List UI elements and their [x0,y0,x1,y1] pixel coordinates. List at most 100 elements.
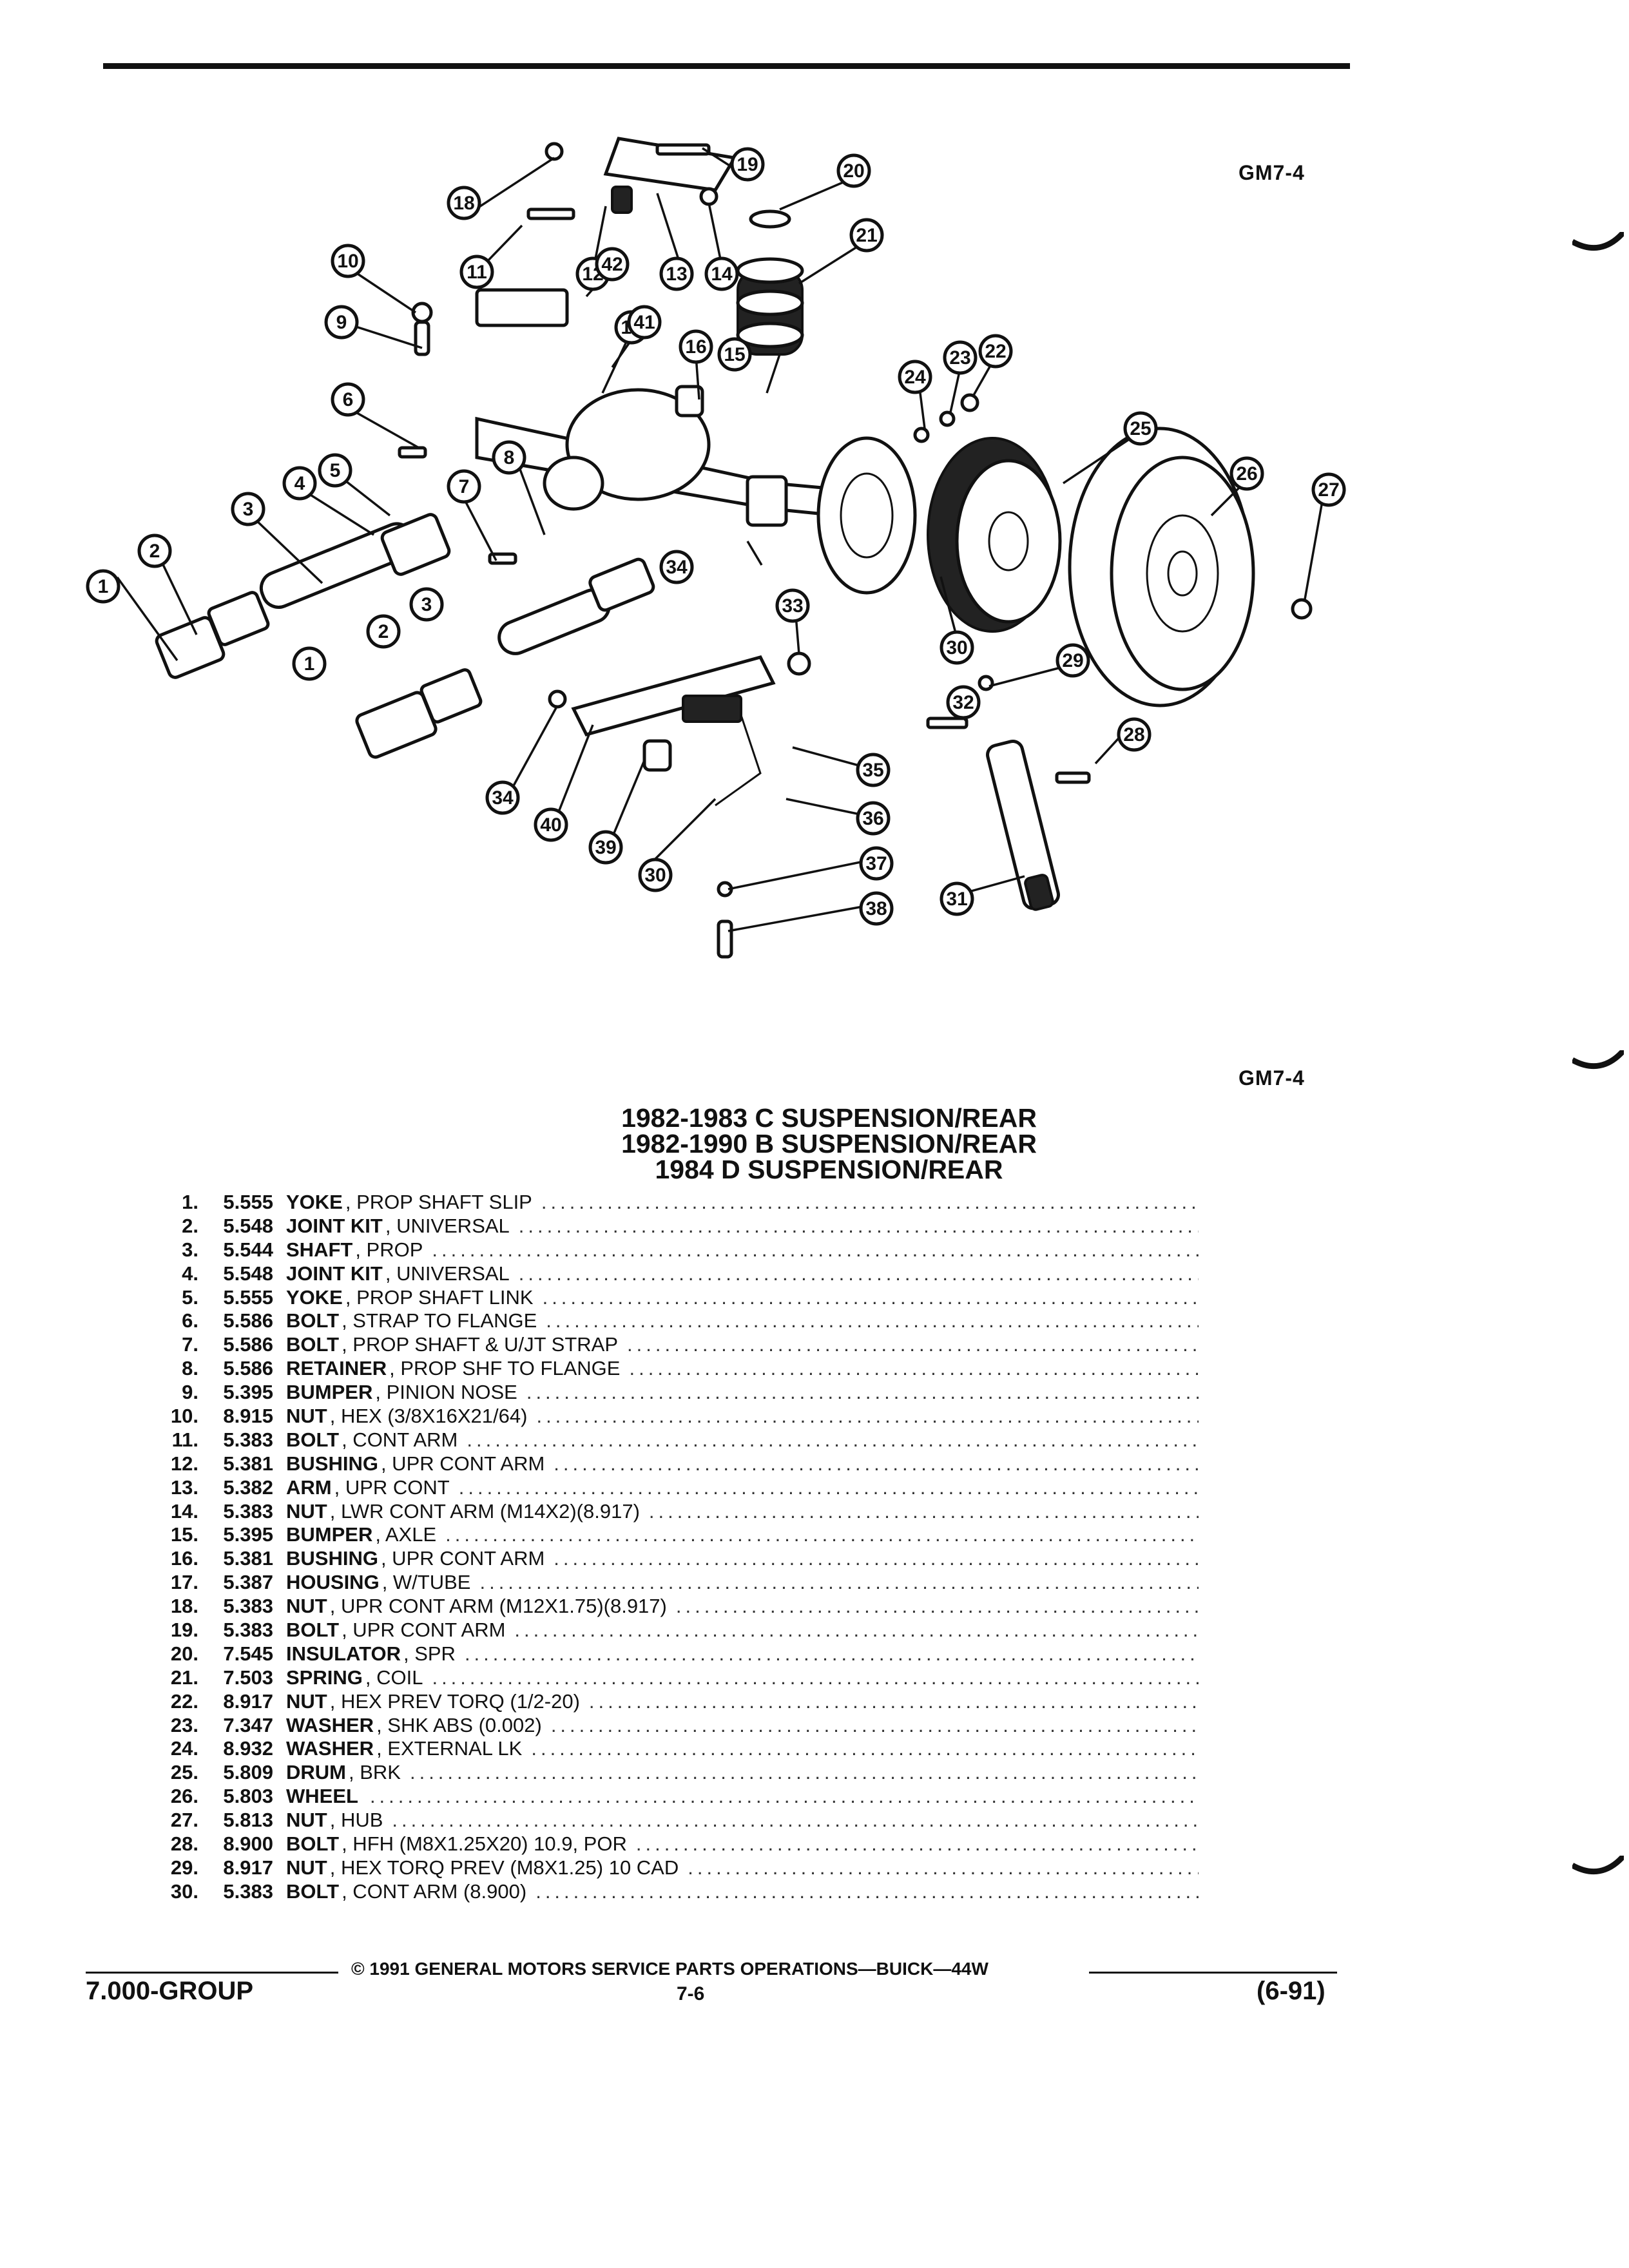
part-number-index: 18. [170,1595,198,1618]
part-number-index: 19. [170,1619,198,1642]
callout-6: 6 [331,382,365,417]
leader-dots: ........................................… [688,1856,1199,1879]
callout-40: 40 [534,807,568,842]
leader-dots: ........................................… [432,1238,1199,1261]
leader-dots: ........................................… [479,1571,1199,1594]
callout-label: 14 [711,264,733,285]
callout-label: 25 [1130,418,1151,439]
footer-rule-right [1089,1972,1337,1974]
callout-20: 20 [836,153,871,188]
footer-revision-date: (6-91) [1257,1977,1325,2005]
part-group-code: 5.548 [223,1262,273,1285]
callout-label: 30 [644,865,666,886]
callout-label: 32 [952,692,974,713]
part-description: , CONT ARM (8.900) [342,1879,527,1903]
callout-label: 33 [782,595,803,617]
part-description: , UPR CONT ARM [380,1547,545,1570]
part-group-code: 5.395 [223,1381,273,1404]
part-name: BOLT [286,1879,340,1903]
callout-label: 26 [1236,463,1257,485]
part-number-index: 30. [170,1879,198,1903]
part-group-code: 7.503 [223,1666,273,1689]
callout-25: 25 [1123,411,1158,446]
callout-label: 1 [98,576,109,597]
part-number-index: 13. [170,1475,198,1499]
part-group-code: 5.383 [223,1619,273,1642]
leader-dots: ........................................… [542,1285,1199,1309]
part-name: BOLT [286,1309,340,1332]
part-name: RETAINER [286,1357,387,1380]
part-description: , W/TUBE [381,1571,471,1594]
part-number-index: 28. [170,1832,198,1856]
part-group-code: 8.900 [223,1832,273,1856]
part-description: , UPR CONT ARM (M12X1.75)(8.917) [329,1595,667,1618]
callout-11: 11 [459,255,494,289]
callout-label: 18 [453,193,474,214]
callout-label: 37 [865,853,887,874]
leader-dots: ........................................… [458,1475,1199,1499]
callout-label: 23 [949,347,970,369]
section-title: 1982-1983 C SUSPENSION/REAR [621,1103,1037,1133]
callout-layer: 1122334567891011121314151617181920212223… [86,147,1346,926]
part-name: NUT [286,1689,327,1713]
part-name: BOLT [286,1333,340,1356]
part-number-index: 23. [170,1713,198,1736]
part-number-index: 9. [182,1381,198,1404]
leader-dots: ........................................… [535,1879,1199,1903]
callout-label: 34 [492,787,514,809]
wheel [1068,427,1255,707]
part-description: , PROP SHAFT LINK [345,1285,534,1309]
part-number-index: 8. [182,1357,198,1380]
leader-dots: ........................................… [409,1761,1199,1784]
part-group-code: 5.387 [223,1571,273,1594]
callout-15: 15 [717,337,752,372]
callout-label: 1 [304,653,315,675]
callout-label: 40 [540,814,561,836]
callout-1: 1 [86,569,120,604]
part-group-code: 5.586 [223,1333,273,1356]
section-title: 1984 D SUSPENSION/REAR [655,1155,1003,1184]
callout-28: 28 [1117,717,1152,752]
part-name: YOKE [286,1285,343,1309]
leader-dots: ........................................… [554,1452,1199,1475]
part-description: , PROP SHAFT & U/JT STRAP [342,1333,619,1356]
callout-label: 21 [856,225,877,246]
part-name: DRUM [286,1761,346,1784]
part-description: , COIL [365,1666,423,1689]
callout-label: 15 [724,344,745,365]
callout-label: 31 [946,889,967,910]
leader-dots: ........................................… [627,1333,1199,1356]
callout-label: 35 [862,760,883,781]
part-name: JOINT KIT [286,1214,383,1237]
callout-label: 8 [504,447,515,468]
callout-18: 18 [447,186,481,220]
part-group-code: 5.586 [223,1309,273,1332]
part-description: , UPR CONT [334,1475,450,1499]
callout-9: 9 [324,305,359,340]
part-number-index: 24. [170,1737,198,1760]
callout-3: 3 [231,492,265,526]
part-description: , SHK ABS (0.002) [376,1713,542,1736]
part-name: HOUSING [286,1571,380,1594]
exploded-parts-diagram: 1122334567891011121314151617181920212223… [86,137,1346,959]
part-group-code: 5.544 [223,1238,273,1261]
callout-34: 34 [485,780,520,815]
part-name: BOLT [286,1832,340,1856]
part-number-index: 22. [170,1689,198,1713]
leader-dots: ........................................… [675,1595,1199,1618]
leader-dots: ........................................… [648,1499,1199,1523]
part-number-index: 26. [170,1785,198,1808]
callout-22: 22 [978,334,1013,369]
leader-dots: ........................................… [629,1357,1199,1380]
